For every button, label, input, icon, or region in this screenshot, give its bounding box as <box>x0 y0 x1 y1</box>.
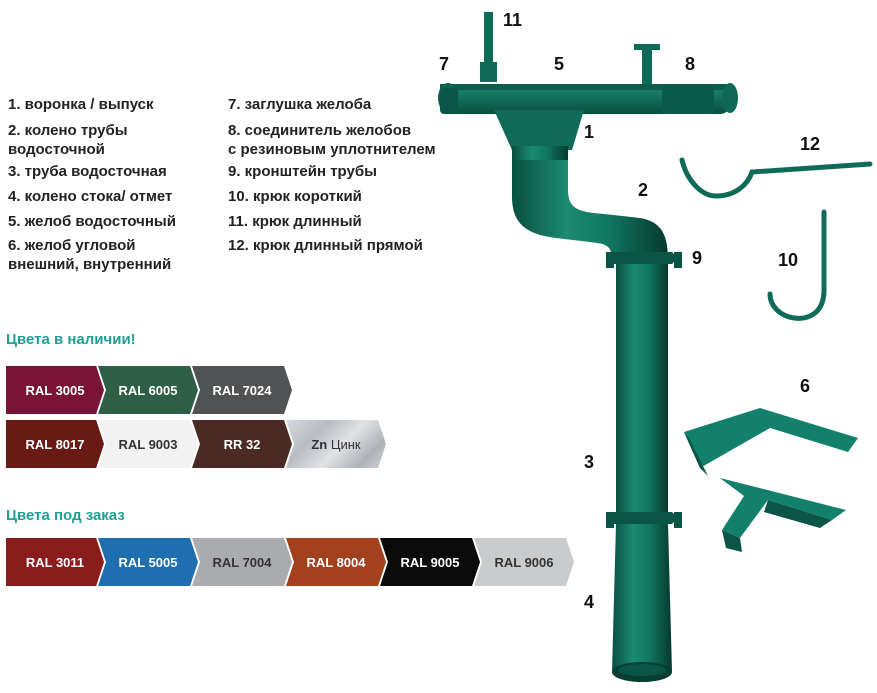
chip-label: RAL 9006 <box>494 554 554 570</box>
chip-label: Zn <box>311 436 328 452</box>
color-chip-zinc[interactable]: Zn Цинк <box>286 420 386 468</box>
callout-7: 7 <box>439 54 450 74</box>
color-chip-ral-9003[interactable]: RAL 9003 <box>98 420 198 468</box>
legend-item-2: 2. колено трубы водосточной <box>8 122 128 158</box>
callout-6: 6 <box>800 376 811 396</box>
legend-item-12: 12. крюк длинный прямой <box>228 237 423 254</box>
color-chip-ral-7024[interactable]: RAL 7024 <box>192 366 292 414</box>
chip-sublabel: Цинк <box>330 436 361 452</box>
downpipe-3 <box>606 252 682 528</box>
chip-label: RAL 7004 <box>212 554 272 570</box>
chip-label: RAL 5005 <box>118 554 178 570</box>
legend-item-1: 1. воронка / выпуск <box>8 96 154 113</box>
legend-item-9: 9. кронштейн трубы <box>228 163 377 180</box>
color-chip-ral-8004[interactable]: RAL 8004 <box>286 538 386 586</box>
chip-label: RAL 3011 <box>25 554 85 570</box>
callout-5: 5 <box>554 54 565 74</box>
callout-11: 11 <box>503 10 523 30</box>
legend-item-6: 6. желоб угловой внешний, внутренний <box>8 237 172 273</box>
chip-label: RAL 9005 <box>400 554 460 570</box>
color-chip-ral-3005[interactable]: RAL 3005 <box>6 366 104 414</box>
gutter-bracket <box>634 44 660 84</box>
legend-item-7: 7. заглушка желоба <box>228 96 372 113</box>
colors-in-stock-title: Цвета в наличии! <box>6 331 136 348</box>
chip-label: RAL 8004 <box>306 554 366 570</box>
callout-2: 2 <box>638 180 649 200</box>
callout-8: 8 <box>685 54 696 74</box>
legend-item-4: 4. колено стока/ отмет <box>8 188 173 205</box>
color-chip-ral-5005[interactable]: RAL 5005 <box>98 538 198 586</box>
callout-3: 3 <box>584 452 595 472</box>
color-chip-ral-3011[interactable]: RAL 3011 <box>6 538 104 586</box>
chip-label: RAL 9003 <box>118 436 178 452</box>
long-hook-11 <box>480 12 497 82</box>
legend-item-3: 3. труба водосточная <box>8 163 167 180</box>
chip-label: RAL 8017 <box>25 436 85 452</box>
gutter-5 <box>438 83 738 114</box>
legend-item-8: 8. соединитель желобов с резиновым уплот… <box>228 122 436 158</box>
pipe-elbow-2 <box>512 160 668 262</box>
color-chip-ral-8017[interactable]: RAL 8017 <box>6 420 104 468</box>
color-chip-ral-9006[interactable]: RAL 9006 <box>474 538 574 586</box>
callout-10: 10 <box>778 250 799 270</box>
callout-9: 9 <box>692 248 703 268</box>
short-hook-10 <box>767 209 827 321</box>
straight-hook-12 <box>679 157 873 199</box>
legend-item-10: 10. крюк короткий <box>228 188 362 205</box>
chip-label: RAL 7024 <box>212 382 272 398</box>
corner-gutter-6 <box>684 408 858 552</box>
legend-item-11: 11. крюк длинный <box>228 213 362 230</box>
chip-label: RR 32 <box>223 436 261 452</box>
legend-item-5: 5. желоб водосточный <box>8 213 176 230</box>
chip-label: RAL 3005 <box>25 382 85 398</box>
callout-12: 12 <box>800 134 821 154</box>
funnel-1 <box>494 110 584 166</box>
callout-1: 1 <box>584 122 595 142</box>
colors-on-order-title: Цвета под заказ <box>6 507 125 524</box>
chip-label: RAL 6005 <box>118 382 178 398</box>
color-chip-ral-7004[interactable]: RAL 7004 <box>192 538 292 586</box>
drain-outlet-4 <box>612 524 672 682</box>
color-chip-ral-6005[interactable]: RAL 6005 <box>98 366 198 414</box>
color-chip-ral-9005[interactable]: RAL 9005 <box>380 538 480 586</box>
callout-4: 4 <box>584 592 595 612</box>
color-chip-rr-32[interactable]: RR 32 <box>192 420 292 468</box>
